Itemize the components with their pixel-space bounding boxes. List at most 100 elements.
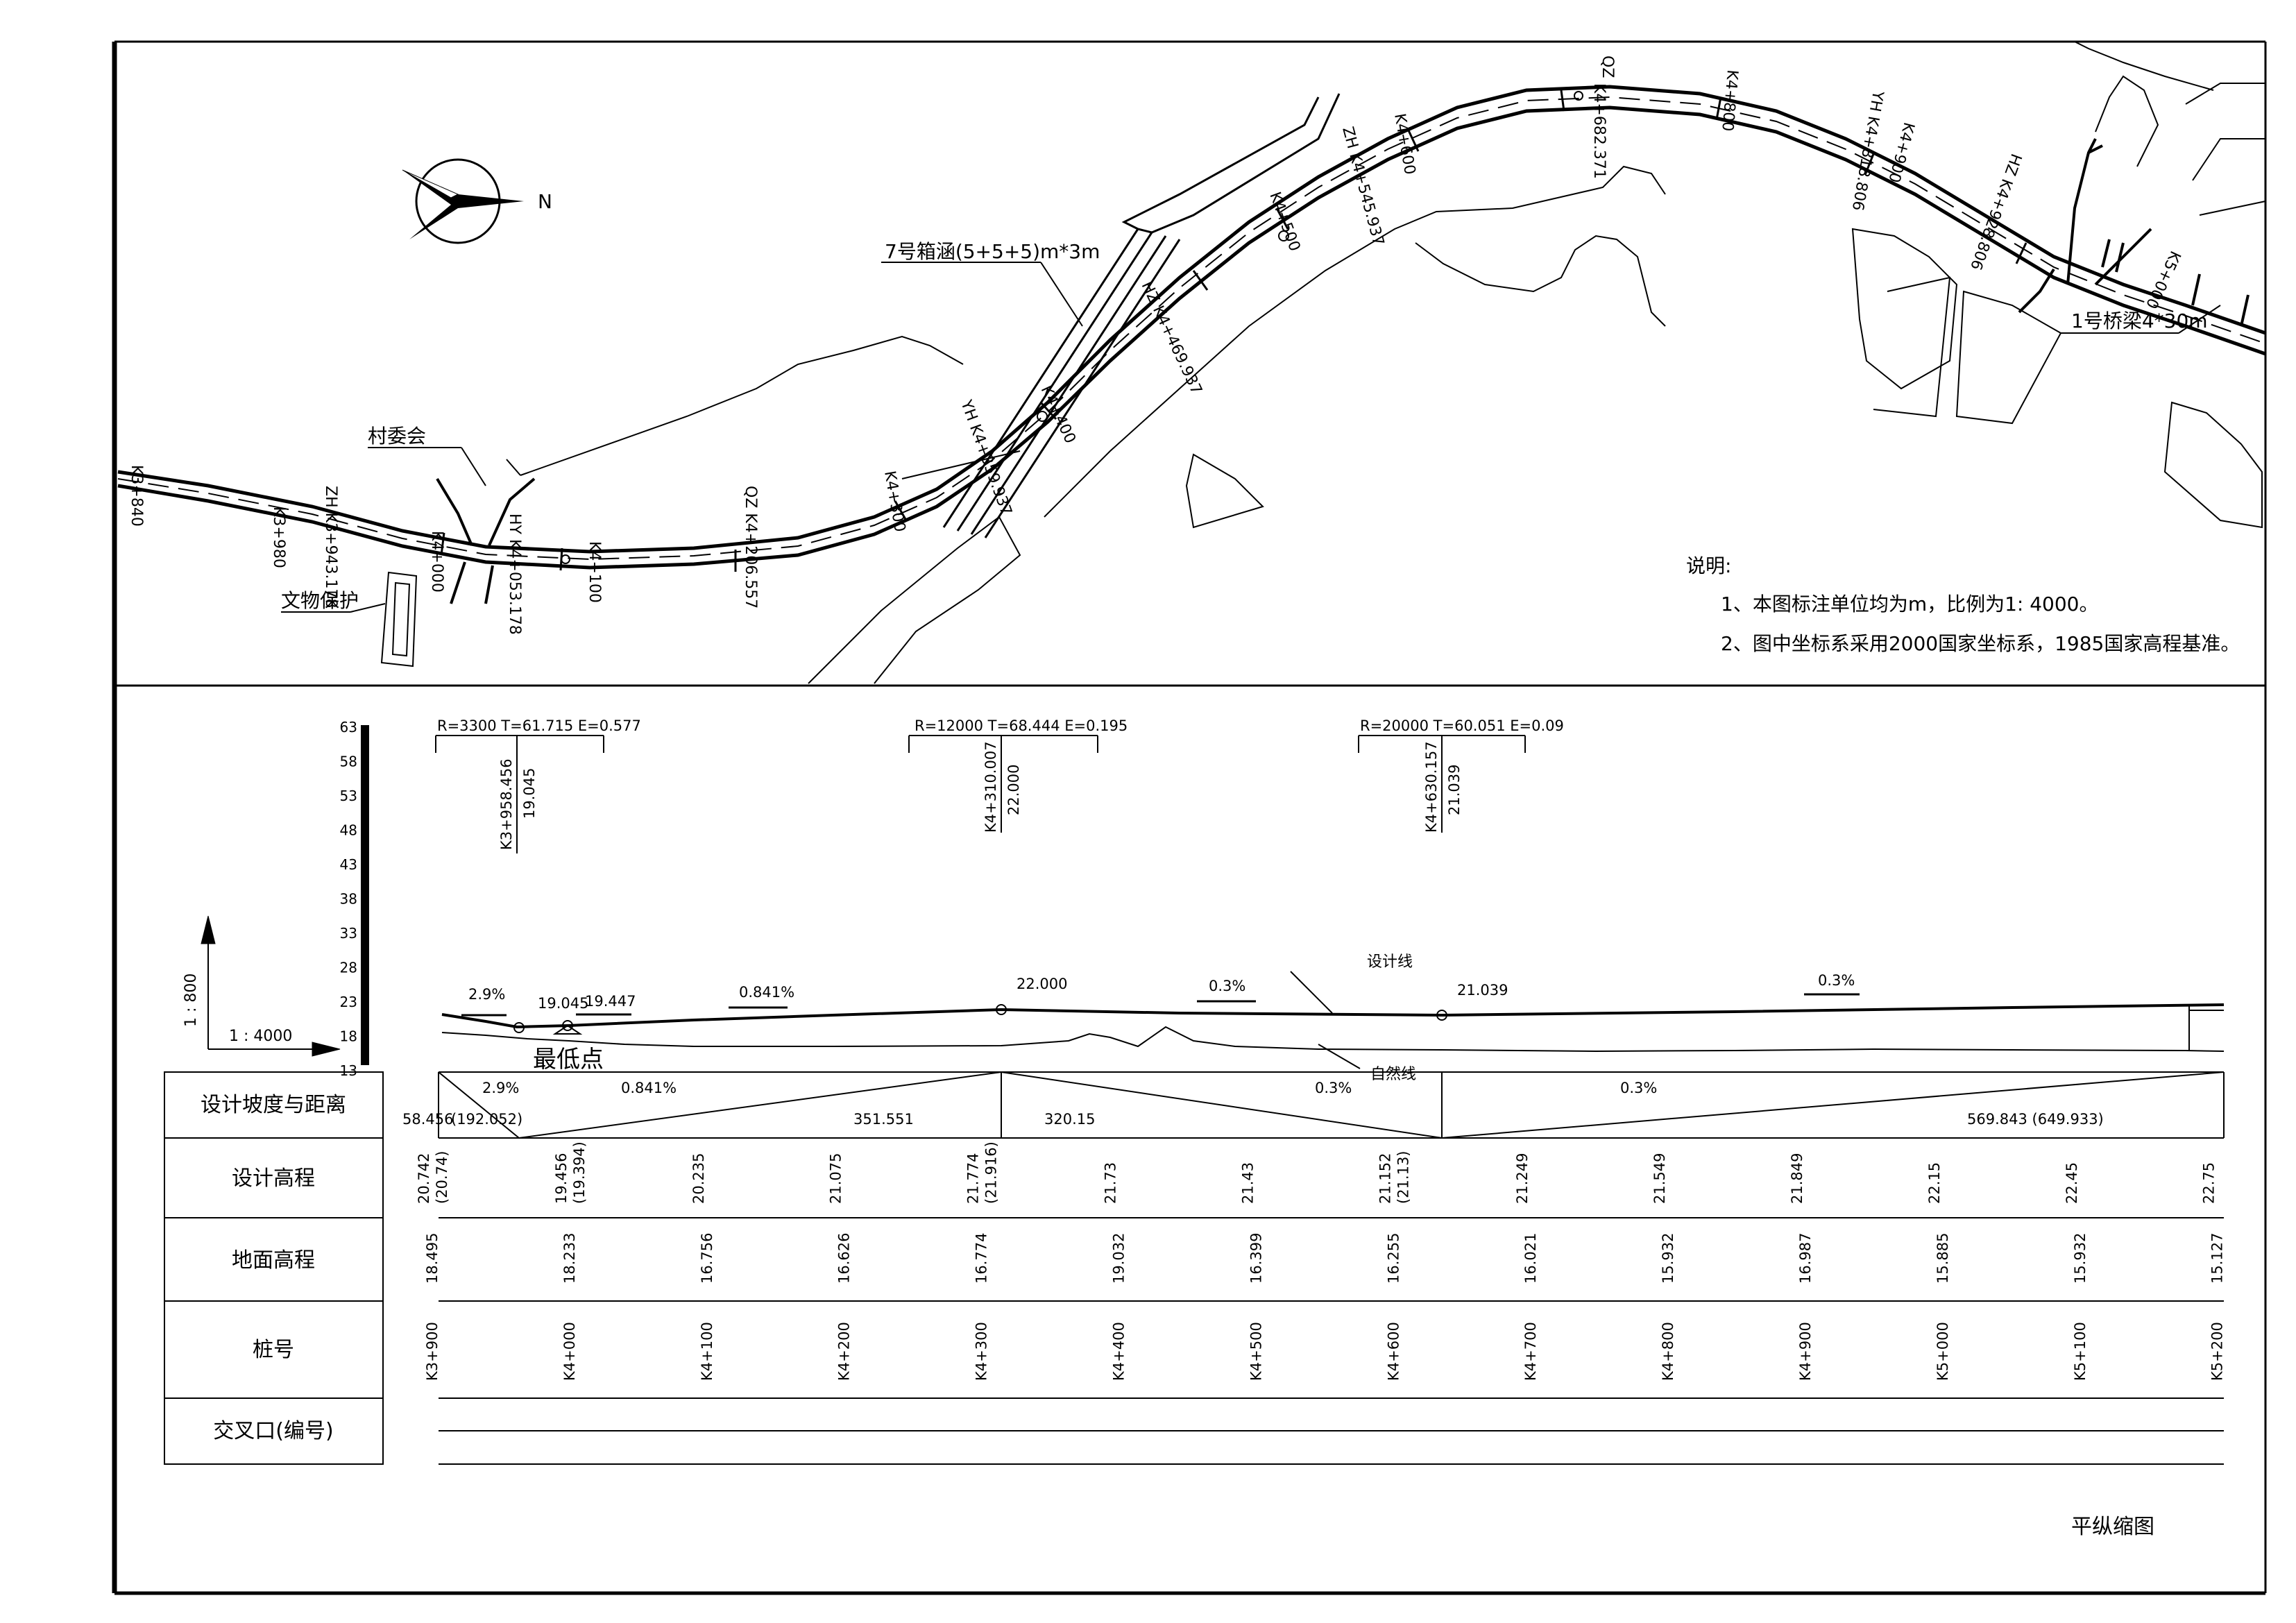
table-cell: (21.13) <box>1395 1150 1411 1204</box>
vcurve-1-elev: 19.045 <box>521 768 538 819</box>
road-edge-left <box>117 85 2266 554</box>
design-line <box>441 1003 2225 1029</box>
grade-label-4: 0.3% <box>1818 972 1855 989</box>
north-arrow: N <box>402 158 552 244</box>
table-cell: 16.774 <box>973 1233 990 1284</box>
table-cell: 21.73 <box>1103 1162 1119 1204</box>
table-cell: 16.756 <box>699 1233 715 1284</box>
scale-indicator: 1 : 800 1 : 4000 <box>182 915 341 1057</box>
station-label: HY K4+053.178 <box>506 513 523 635</box>
grade-seg2: 0.841% <box>621 1080 677 1096</box>
table-cell: 16.626 <box>836 1233 853 1284</box>
axis-tick-label: 58 <box>340 754 357 770</box>
station-label: K4+300 <box>881 470 908 534</box>
vertical-curve-1 <box>435 735 604 853</box>
table-cell: 21.152 <box>1377 1153 1393 1204</box>
station-labels: K3+840 ZH K3+943.178 K3+980 K4+000 HY K4… <box>128 56 2184 635</box>
north-label: N <box>538 190 552 213</box>
table-cell: 16.255 <box>1385 1233 1402 1284</box>
table-cell: K4+800 <box>1660 1322 1676 1381</box>
design-line-label: 设计线 <box>1367 953 1413 971</box>
grade-seg4-dist: 569.843 (649.933) <box>1967 1111 2104 1128</box>
grade-seg1: 2.9% <box>482 1080 519 1096</box>
table-cell: 22.15 <box>1926 1162 1943 1204</box>
table-cell: 15.127 <box>2209 1233 2226 1284</box>
curve-points <box>561 91 1583 564</box>
table-cell: (20.74) <box>434 1150 450 1204</box>
station-label: K4+682.371 <box>1590 83 1608 179</box>
lowest-point-label: 最低点 <box>533 1046 604 1073</box>
table-cell: 21.249 <box>1514 1153 1531 1204</box>
grade-label-2: 0.841% <box>739 984 794 1001</box>
vcurve-3-elev: 21.039 <box>1446 765 1463 815</box>
axis-tick-label: 63 <box>340 719 357 736</box>
station-ticks <box>440 90 2027 572</box>
table-cell: K4+200 <box>836 1322 853 1381</box>
station-label: K4+900 <box>1885 120 1917 184</box>
natural-line-label: 自然线 <box>1370 1066 1416 1083</box>
table-cell: (21.916) <box>983 1141 1000 1204</box>
table-cell: K5+200 <box>2209 1322 2226 1381</box>
table-cell: (19.394) <box>571 1141 588 1204</box>
table-cell: K4+600 <box>1385 1322 1402 1381</box>
table-cell: 21.849 <box>1789 1153 1805 1204</box>
table-cell: 15.885 <box>1934 1233 1951 1284</box>
road-alignment <box>117 85 2266 572</box>
point-label-1: 19.045 <box>538 995 588 1012</box>
table-cell: 15.932 <box>1660 1233 1676 1284</box>
grade-seg1-dist: (192.052) <box>451 1111 522 1128</box>
side-roads <box>436 138 2152 604</box>
notes-heading: 说明: <box>1686 554 1731 577</box>
grade-label-1: 2.9% <box>468 986 505 1003</box>
road-centerline <box>117 96 2266 561</box>
station-label: K4+400 <box>1037 383 1079 446</box>
axis-tick-label: 13 <box>340 1062 357 1079</box>
table-cell: 22.75 <box>2201 1162 2218 1204</box>
table-cell: K4+700 <box>1522 1322 1539 1381</box>
profile-lines <box>441 971 2225 1069</box>
table-cell: 22.45 <box>2064 1162 2080 1204</box>
axis-tick-label: 43 <box>340 856 357 873</box>
road-edge-right <box>117 105 2266 570</box>
table-cell: 16.399 <box>1248 1233 1264 1284</box>
profile-table: 设计坡度与距离 设计高程 地面高程 桩号 交叉口(编号) 58.456 2.9%… <box>164 1071 2226 1465</box>
village-label: 村委会 <box>368 425 426 448</box>
vcurve-1-params: R=3300 T=61.715 E=0.577 <box>437 717 641 734</box>
table-cell: K4+300 <box>973 1322 990 1381</box>
station-label: HZ K4+469.937 <box>1138 279 1205 397</box>
table-cell: K4+100 <box>699 1322 715 1381</box>
table-cell: K3+900 <box>424 1322 441 1381</box>
bridge-label: 1号桥梁4*30m <box>2071 309 2208 332</box>
table-cell: 19.032 <box>1111 1233 1128 1284</box>
culvert-label: 7号箱涵(5+5+5)m*3m <box>885 240 1100 263</box>
grade-seg2-dist: 351.551 <box>853 1111 914 1128</box>
notes: 说明: 1、本图标注单位均为m，比例为1: 4000。 2、图中坐标系采用200… <box>1686 554 2240 655</box>
vcurve-1-station: K3+958.456 <box>498 758 515 850</box>
table-cell: 21.43 <box>1239 1162 1256 1204</box>
notes-line-1: 1、本图标注单位均为m，比例为1: 4000。 <box>1721 593 2099 615</box>
arrow-up-icon <box>201 915 216 944</box>
notes-line-2: 2、图中坐标系采用2000国家坐标系，1985国家高程基准。 <box>1721 632 2240 655</box>
grade-label-3: 0.3% <box>1209 978 1245 994</box>
table-cell: 20.235 <box>690 1153 707 1204</box>
grade-seg3: 0.3% <box>1315 1080 1352 1096</box>
table-cell: 18.233 <box>561 1233 578 1284</box>
table-grid <box>164 1071 2225 1465</box>
table-cell: K4+400 <box>1111 1322 1128 1381</box>
station-label: QZ <box>1599 56 1616 78</box>
vcurve-3-params: R=20000 T=60.051 E=0.09 <box>1360 717 1564 734</box>
leader-lines <box>281 262 2221 613</box>
table-cell: 16.987 <box>1797 1233 1814 1284</box>
row-label-grade: 设计坡度与距离 <box>201 1093 346 1117</box>
table-cell: K5+000 <box>1934 1322 1951 1381</box>
grade-seg3-dist: 320.15 <box>1044 1111 1095 1128</box>
table-cell: 15.932 <box>2072 1233 2089 1284</box>
table-cell: 21.075 <box>828 1153 844 1204</box>
station-label: ZH K3+943.178 <box>322 486 339 608</box>
grade-row: 58.456 2.9% (192.052) 0.841% 351.551 0.3… <box>402 1080 2104 1128</box>
